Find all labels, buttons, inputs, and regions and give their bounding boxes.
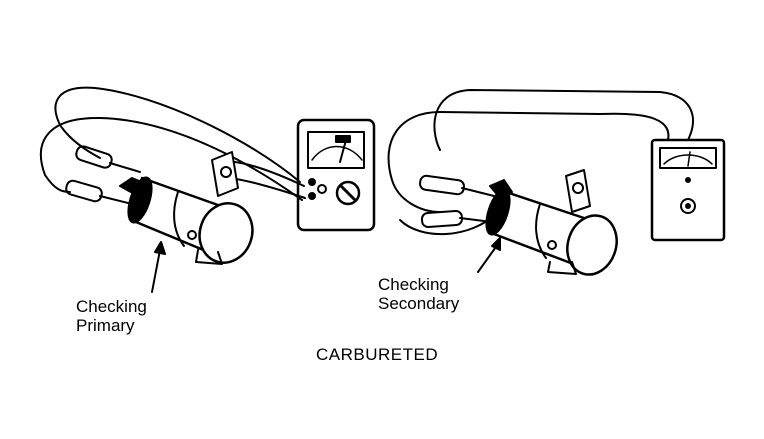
primary-ignition-coil bbox=[119, 151, 254, 265]
checking-secondary-line2: Secondary bbox=[378, 293, 460, 313]
secondary-ohmmeter bbox=[650, 138, 726, 242]
checking-secondary-label: Checking Secondary bbox=[378, 275, 460, 313]
secondary-callout-arrow bbox=[477, 237, 501, 273]
primary-ohmmeter bbox=[296, 118, 376, 232]
primary-callout-arrow bbox=[151, 241, 166, 293]
checking-secondary-line1: Checking bbox=[378, 275, 449, 294]
figure-caption: CARBURETED bbox=[316, 345, 439, 364]
checking-primary-line1: Checking bbox=[76, 297, 147, 316]
primary-test-setup bbox=[39, 86, 376, 293]
secondary-ignition-coil bbox=[485, 169, 618, 276]
secondary-probes bbox=[419, 174, 495, 228]
primary-probes bbox=[65, 145, 141, 205]
secondary-test-setup bbox=[387, 89, 726, 276]
checking-primary-line2: Primary bbox=[76, 315, 135, 335]
checking-primary-label: Checking Primary bbox=[76, 297, 147, 335]
